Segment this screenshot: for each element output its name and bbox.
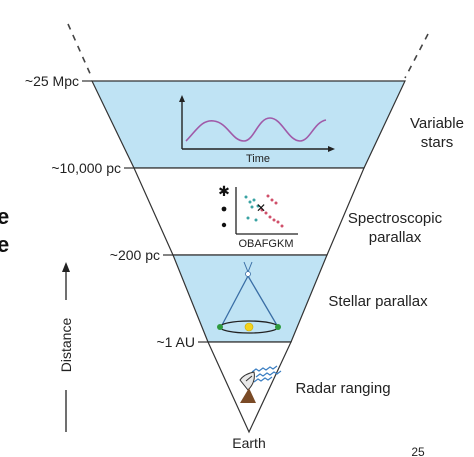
edge-text-fragment-2: e (0, 232, 9, 257)
target-star-marker: ✕ (256, 201, 266, 215)
marker-200pc-label: ~200 pc (110, 247, 160, 263)
sun-icon (244, 322, 254, 332)
light-curve (185, 117, 327, 142)
hr-spectral-class-label: OBAFGKM (238, 238, 293, 250)
earth-position-left (217, 324, 223, 330)
page-number: 25 (411, 445, 425, 457)
dashed-edge-left (67, 23, 93, 79)
variable-star-plot: Time (179, 95, 335, 165)
method-stellar-parallax-label: Stellar parallax (328, 293, 428, 310)
parallax-line-left (220, 275, 249, 328)
method-radar-ranging-label: Radar ranging (295, 380, 390, 397)
edge-text-fragment-1: e (0, 204, 9, 229)
bright-star-icon: ✱ (218, 183, 230, 199)
radar-base (240, 388, 256, 403)
distance-axis-label: Distance (58, 318, 74, 373)
marker-1au-label: ~1 AU (156, 334, 195, 350)
stellar-parallax-illustration (217, 261, 281, 334)
radar-wave-3 (253, 376, 273, 383)
variable-plot-y-arrow (179, 95, 185, 102)
nearby-star (245, 271, 251, 277)
main-sequence-points (244, 194, 284, 228)
dashed-edge-right (404, 33, 429, 79)
distance-axis-arrowhead (62, 262, 70, 272)
parallax-line-right (247, 275, 279, 328)
earth-label: Earth (232, 435, 265, 451)
radar-wave-1 (251, 365, 278, 373)
sightline-right (247, 261, 253, 273)
variable-plot-x-arrow (328, 146, 335, 152)
marker-10000pc-label: ~10,000 pc (51, 160, 121, 176)
marker-25mpc-label: ~25 Mpc (25, 73, 79, 89)
sightline-left (243, 261, 249, 273)
star-dot-mid (221, 206, 227, 212)
earth-position-right (275, 324, 281, 330)
hr-diagram-plot: ✱ ✕ OBAFGKM (218, 183, 298, 250)
radar-dish-feed (245, 375, 253, 382)
star-dot-low (221, 222, 227, 228)
radar-wave-2 (255, 370, 282, 378)
radar-ranging-illustration (239, 365, 282, 403)
variable-plot-time-label: Time (246, 153, 270, 165)
